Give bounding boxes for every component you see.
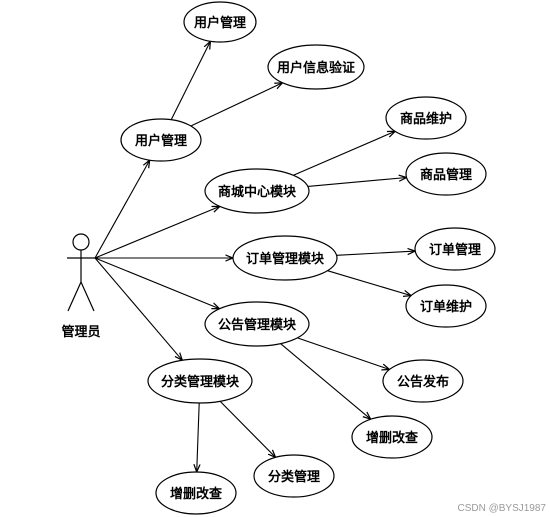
- edges-layer: [94, 41, 416, 472]
- use-case-label: 公告发布: [397, 374, 449, 390]
- use-case-label: 订单管理模块: [246, 251, 325, 267]
- use-case-category-crud: 增删改查: [155, 471, 237, 515]
- use-case-label: 增删改查: [366, 430, 419, 446]
- use-case-ellipse: [120, 118, 202, 162]
- use-case-ellipse: [405, 284, 487, 328]
- use-case-label: 分类管理模块: [161, 374, 240, 390]
- use-case-ellipse: [267, 44, 365, 90]
- use-case-order-mgmt: 订单管理: [414, 227, 496, 271]
- use-case-notice-crud: 增删改查: [351, 415, 433, 459]
- edge-user-mgmt-to-user-mgmt-leaf: [170, 41, 210, 120]
- edge-category-mgmt-mod-to-category-crud: [197, 402, 200, 472]
- use-case-user-verify: 用户信息验证: [267, 44, 365, 90]
- use-case-label: 用户管理: [134, 133, 187, 149]
- nodes-layer: 用户管理用户信息验证用户管理商品维护商城中心模块商品管理订单管理模块订单管理订单…: [120, 1, 496, 515]
- actor-head-icon: [72, 233, 90, 251]
- edge-user-mgmt-to-user-verify: [190, 83, 283, 127]
- use-case-ellipse: [385, 96, 467, 140]
- use-case-ellipse: [183, 1, 257, 43]
- edge-mall-center-to-goods-maint: [293, 131, 395, 176]
- use-case-ellipse: [405, 152, 487, 196]
- use-case-category-mgmt-mod: 分类管理模块: [147, 358, 253, 404]
- edge-admin-to-category-mgmt-mod: [94, 257, 182, 360]
- use-case-label: 用户管理: [193, 15, 246, 31]
- edge-admin-to-mall-center: [94, 206, 220, 259]
- use-case-ellipse: [414, 227, 496, 271]
- use-case-label: 分类管理: [268, 469, 320, 485]
- actor-leg-left: [67, 281, 82, 312]
- use-case-label: 订单维护: [420, 299, 472, 315]
- use-case-label: 商品维护: [400, 111, 452, 127]
- edge-category-mgmt-mod-to-category-mgmt: [219, 400, 276, 457]
- use-case-label: 商城中心模块: [218, 184, 297, 200]
- use-case-label: 商品管理: [420, 167, 472, 183]
- use-case-ellipse: [253, 454, 335, 498]
- use-case-goods-maint: 商品维护: [385, 96, 467, 140]
- edge-mall-center-to-goods-mgmt: [307, 178, 407, 187]
- use-case-ellipse: [351, 415, 433, 459]
- use-case-user-mgmt-leaf: 用户管理: [183, 1, 257, 43]
- use-case-ellipse: [382, 359, 464, 403]
- use-case-ellipse: [204, 168, 310, 214]
- use-case-notice-publish: 公告发布: [382, 359, 464, 403]
- actor-label: 管理员: [61, 324, 100, 340]
- use-case-label: 用户信息验证: [276, 60, 355, 76]
- use-case-mall-center: 商城中心模块: [204, 168, 310, 214]
- edge-admin-to-notice-mgmt-mod: [94, 257, 220, 309]
- edge-notice-mgmt-mod-to-notice-publish: [297, 337, 389, 370]
- use-case-goods-mgmt: 商品管理: [405, 152, 487, 196]
- edge-order-mgmt-mod-to-order-mgmt: [336, 251, 416, 256]
- use-case-order-mgmt-mod: 订单管理模块: [232, 235, 338, 281]
- use-case-user-mgmt: 用户管理: [120, 118, 202, 162]
- use-case-ellipse: [147, 358, 253, 404]
- use-case-label: 公告管理模块: [218, 317, 297, 333]
- use-case-ellipse: [204, 301, 310, 347]
- edge-notice-mgmt-mod-to-notice-crud: [280, 343, 371, 420]
- edge-order-mgmt-mod-to-order-maint: [327, 270, 412, 296]
- use-case-category-mgmt: 分类管理: [253, 454, 335, 498]
- use-case-ellipse: [232, 235, 338, 281]
- actor-leg-right: [80, 281, 95, 312]
- use-case-order-maint: 订单维护: [405, 284, 487, 328]
- use-case-ellipse: [155, 471, 237, 515]
- actor-admin: 管理员: [61, 233, 101, 340]
- use-case-notice-mgmt-mod: 公告管理模块: [204, 301, 310, 347]
- watermark: CSDN @BYSJ1987: [457, 503, 546, 514]
- edge-admin-to-user-mgmt: [94, 160, 150, 259]
- use-case-label: 订单管理: [429, 242, 481, 258]
- use-case-label: 增删改查: [170, 486, 223, 502]
